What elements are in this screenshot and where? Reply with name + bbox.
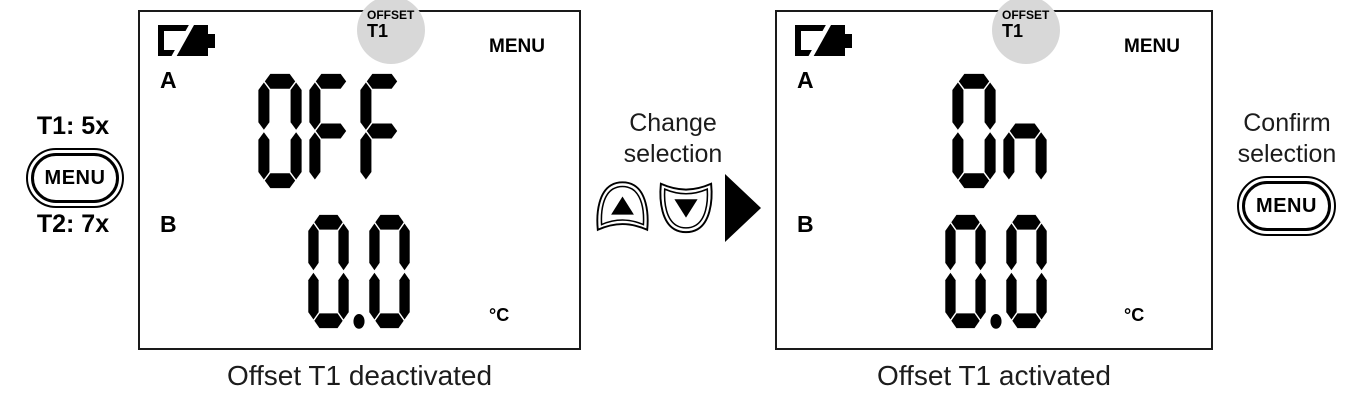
- channel-a-value-display: [257, 72, 405, 190]
- offset-mode-badge: OFFSET T1: [357, 0, 425, 64]
- menu-button: MENU: [1237, 176, 1336, 236]
- channel-b-label: B: [797, 211, 814, 237]
- seven-segment-digit: [258, 73, 302, 189]
- seven-segment-digit: [308, 214, 349, 329]
- seven-segment-digit: [1003, 123, 1047, 180]
- channel-a-label: A: [160, 67, 177, 93]
- up-arrow-key-icon: [594, 178, 651, 236]
- seven-segment-digit: [945, 214, 986, 329]
- channel-b-value-display: [944, 213, 1048, 330]
- menu-button: MENU: [26, 148, 124, 208]
- down-arrow-key-icon: [657, 178, 715, 236]
- seven-segment-digit: [952, 73, 996, 189]
- channel-a-label: A: [797, 67, 814, 93]
- seven-segment-digit: [1006, 214, 1047, 329]
- right-arrow-icon: [725, 174, 761, 242]
- lcd-panel-offset-activated: OFFSET T1 MENU A B °C: [775, 0, 1213, 350]
- temperature-unit-label: °C: [1124, 305, 1145, 325]
- menu-button-ring: MENU: [31, 153, 119, 203]
- right-panel-caption: Offset T1 activated: [877, 360, 1111, 391]
- battery-icon: [158, 22, 216, 63]
- offset-badge-title: OFFSET: [1002, 8, 1050, 22]
- temperature-unit-label: °C: [489, 305, 510, 325]
- change-selection-label: Change selection: [623, 109, 723, 168]
- offset-badge-channel: T1: [1002, 20, 1024, 41]
- offset-mode-badge: OFFSET T1: [992, 0, 1060, 64]
- offset-badge-title: OFFSET: [367, 8, 415, 22]
- seven-segment-digit: [309, 73, 347, 180]
- channel-a-value-display: [951, 72, 1048, 190]
- menu-button-label: MENU: [1256, 194, 1317, 217]
- left-panel-caption: Offset T1 deactivated: [226, 360, 493, 391]
- decimal-point: [990, 313, 1002, 329]
- t2-press-count-label: T2: 7x: [36, 210, 110, 238]
- seven-segment-digit: [360, 73, 398, 180]
- t1-press-count-label: T1: 5x: [36, 112, 110, 140]
- menu-mode-indicator: MENU: [489, 36, 545, 57]
- confirm-selection-label: Confirm selection: [1237, 109, 1337, 168]
- seven-segment-digit: [369, 214, 410, 329]
- menu-button-label: MENU: [44, 166, 106, 189]
- channel-b-value-display: [307, 213, 411, 330]
- menu-mode-indicator: MENU: [1124, 36, 1180, 57]
- decimal-point: [353, 313, 365, 329]
- channel-b-label: B: [160, 211, 177, 237]
- battery-icon: [795, 22, 853, 63]
- menu-button-ring: MENU: [1242, 181, 1331, 231]
- lcd-panel-offset-deactivated: OFFSET T1 MENU A B °C: [138, 0, 581, 350]
- offset-badge-channel: T1: [367, 20, 389, 41]
